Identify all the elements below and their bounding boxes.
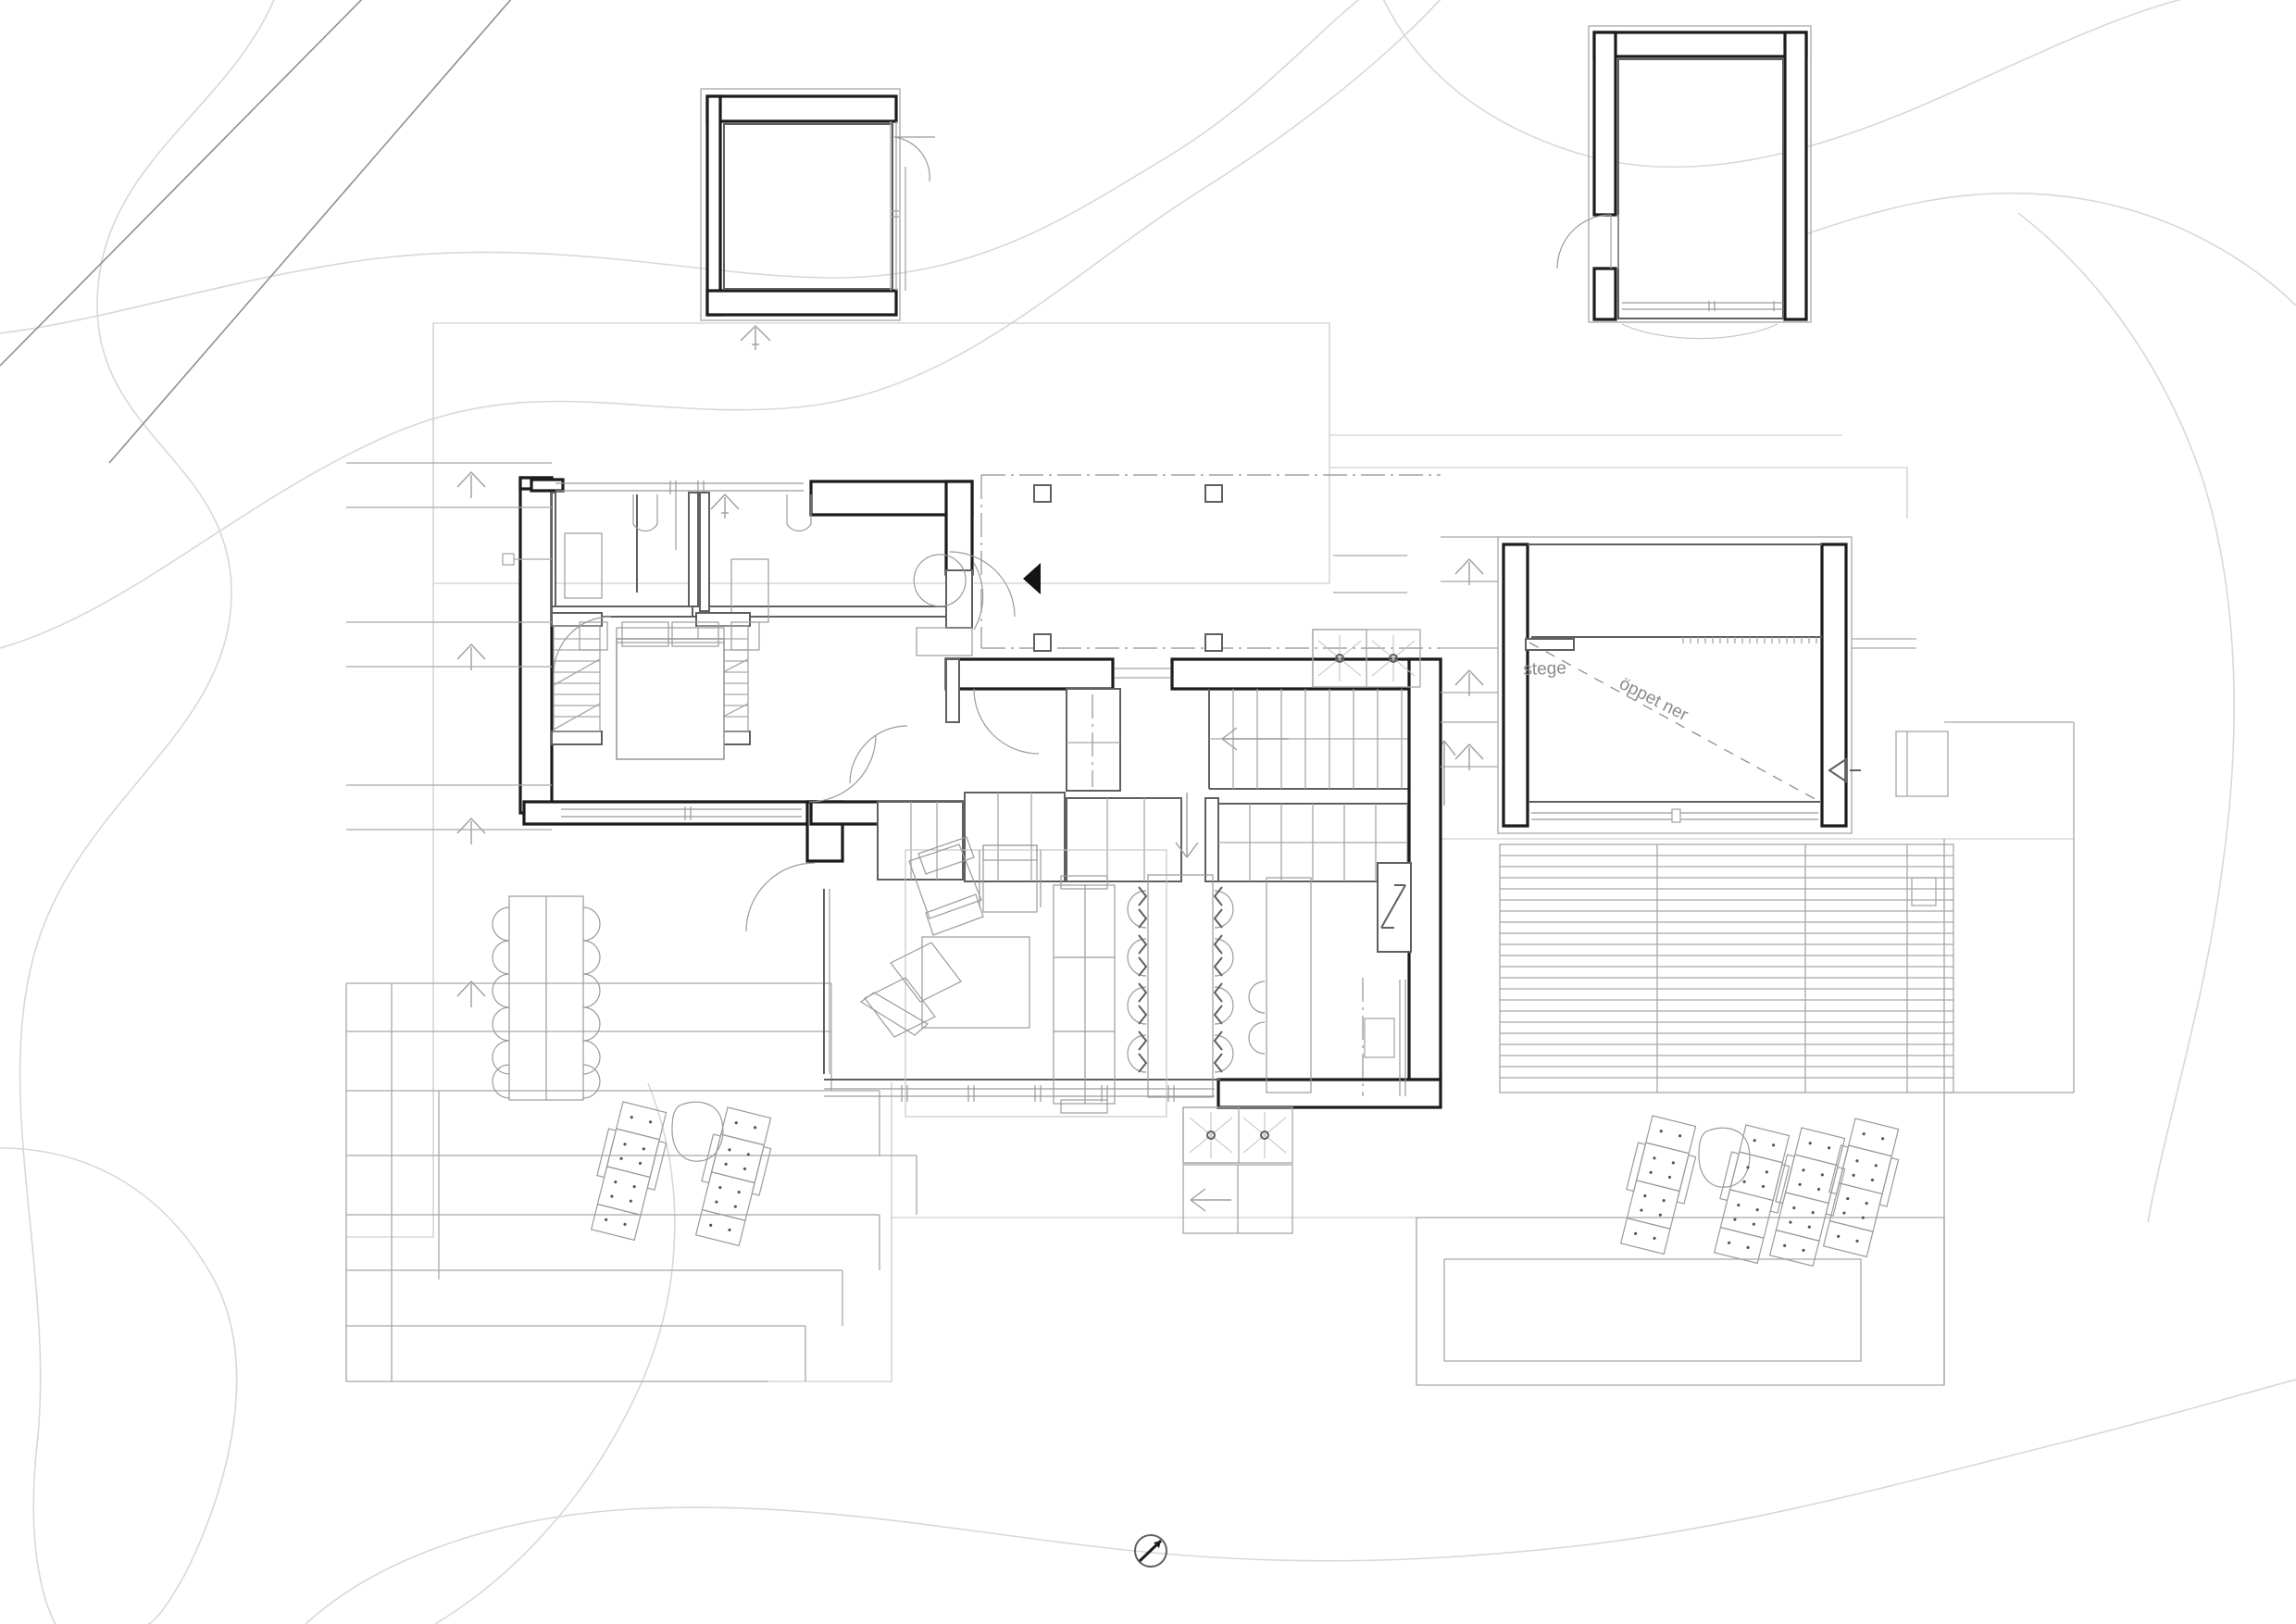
window-glazing: [824, 1085, 1215, 1102]
column-square: [1033, 633, 1052, 652]
entry-direction-arrow: [710, 493, 740, 518]
column-square: [1033, 484, 1052, 503]
bollard: [502, 553, 515, 566]
dining-table: [1147, 874, 1214, 1098]
living-dining-kitchen: [823, 657, 1442, 1118]
east-timber-deck: [1499, 843, 1954, 1093]
sun-lounger: [694, 1106, 772, 1247]
south-west-stepped-terrace: [345, 982, 917, 1382]
entry-direction-arrow: [740, 325, 771, 350]
east-annex-loft: [1497, 536, 1949, 834]
sun-lounger: [1619, 1115, 1697, 1255]
bathroom-fixtures: [632, 493, 812, 550]
door-direction-marker: [1828, 757, 1861, 783]
sofa: [1053, 875, 1116, 1114]
side-table: [671, 1101, 724, 1162]
door-swing-arc: [949, 551, 1016, 618]
door-swing-arc: [973, 688, 1040, 755]
coffee-table: [921, 936, 1030, 1029]
door-swing-arc: [973, 562, 984, 631]
pillow: [671, 621, 719, 647]
stair-direction-arrow: [1221, 727, 1289, 751]
dining-chairs: [1127, 886, 1234, 1073]
east-entry-paths: [1333, 536, 1498, 770]
column-square: [1204, 484, 1223, 503]
armchair: [908, 836, 984, 936]
site-edge-lines: [1943, 721, 2075, 1385]
lounge-chair: [859, 942, 962, 1038]
sun-lounger: [1768, 1127, 1846, 1268]
entry-direction-arrow: [1190, 1188, 1231, 1212]
guest-cabin-north-west: [700, 88, 935, 350]
sun-lounger: [1713, 1124, 1791, 1265]
door-swing-arc: [553, 616, 612, 675]
sun-lounger: [590, 1101, 668, 1242]
stair-direction-arrow: [1175, 793, 1199, 858]
door-swing-arc: [849, 725, 908, 784]
kitchen-island: [1248, 877, 1312, 1093]
fireplace: [1377, 862, 1412, 953]
east-sun-lounger-group: [1619, 1115, 1900, 1268]
annotation-stege: stege: [1523, 658, 1567, 680]
wardrobe: [564, 532, 603, 599]
outdoor-dining-table: [492, 895, 601, 1101]
entry-direction-arrow: [1454, 557, 1484, 770]
north-arrow: [1134, 1534, 1167, 1568]
nightstand: [730, 621, 760, 651]
wardrobe-hatched-left: [551, 612, 603, 745]
window-glazing: [1622, 301, 1783, 311]
armchair: [979, 844, 1042, 913]
pillow: [621, 621, 669, 647]
door-swing-arc: [745, 862, 816, 932]
double-bed: [579, 621, 760, 760]
stool: [913, 554, 967, 607]
property-boundary-line: [0, 0, 512, 464]
side-table: [1698, 1127, 1751, 1188]
rug: [905, 849, 1167, 1118]
terrace-planters: [1182, 629, 1421, 1234]
nightstand: [579, 621, 608, 651]
door-swing-arc: [808, 734, 877, 803]
sliding-glass-wall: [1529, 801, 1820, 823]
entry-direction-arrow: [456, 470, 486, 1007]
closet: [1066, 688, 1121, 792]
guest-cabin-north-east: [1556, 25, 1812, 340]
section-view-direction-marker: [1023, 563, 1041, 594]
bench: [916, 627, 973, 656]
west-sun-lounger-group: [590, 1101, 772, 1247]
window-glazing: [561, 806, 802, 820]
column-square: [1204, 633, 1223, 652]
utility-counters: [877, 792, 1182, 882]
sun-lounger: [1822, 1118, 1900, 1258]
